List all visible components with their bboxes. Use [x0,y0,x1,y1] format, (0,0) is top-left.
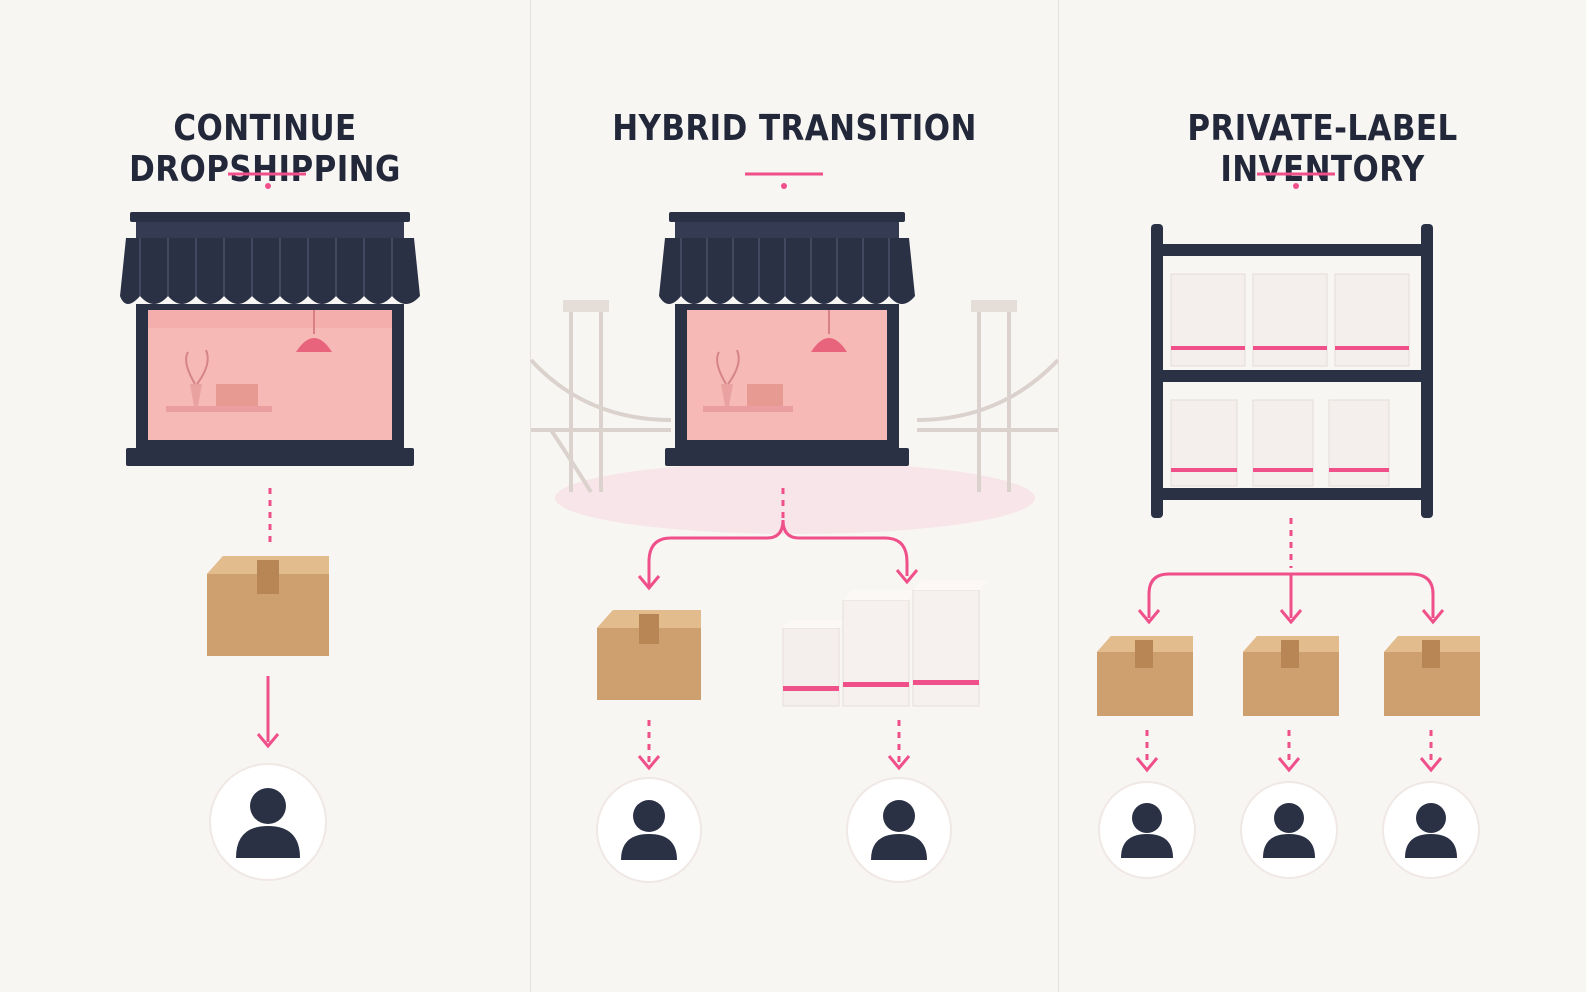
cardboard-box-icon [1384,636,1480,716]
panel-title: PRIVATE-LABEL INVENTORY [1187,108,1458,190]
product-box [1334,273,1410,367]
title-underline [745,172,823,189]
dropshipping-flow [120,172,420,881]
arrow-to-customer [256,676,280,749]
cardboard-box-icon [1243,636,1339,716]
product-box [1252,399,1314,487]
product-box [1170,273,1246,367]
bridge-icon [529,300,1060,494]
panel-private-label-inventory: PRIVATE-LABEL INVENTORY [1059,0,1586,992]
split-connector [637,488,919,591]
customer-icon [596,777,702,883]
product-box [1252,273,1328,367]
panel-title: HYBRID TRANSITION [612,108,977,149]
panel-title: CONTINUE DROPSHIPPING [129,108,401,190]
arrow-to-customer [637,720,911,771]
divider [1058,0,1059,992]
product-box [1170,399,1238,487]
pink-glow [555,462,1035,534]
customer-icon [209,763,327,881]
customer-icon [846,777,952,883]
arrow-to-customer [1135,730,1443,773]
private-label-flow [1097,172,1480,879]
storefront-icon [659,212,915,466]
cardboard-box-icon [597,610,701,700]
customer-icon [1240,781,1338,879]
product-boxes-icon [782,580,989,707]
cardboard-box-icon [1097,636,1193,716]
hybrid-flow [529,172,1060,883]
storefront-icon [120,212,420,466]
panel-hybrid-transition: HYBRID TRANSITION [529,0,1060,992]
customer-icon [1098,781,1196,879]
title-underline [228,172,306,189]
split-connector [1137,518,1445,625]
warehouse-shelf-icon [1151,224,1433,518]
cardboard-box-icon [207,556,329,656]
customer-icon [1382,781,1480,879]
product-box [1328,399,1390,487]
panel-continue-dropshipping: CONTINUE DROPSHIPPING [0,0,530,992]
divider [530,0,531,992]
title-underline [1257,172,1335,189]
